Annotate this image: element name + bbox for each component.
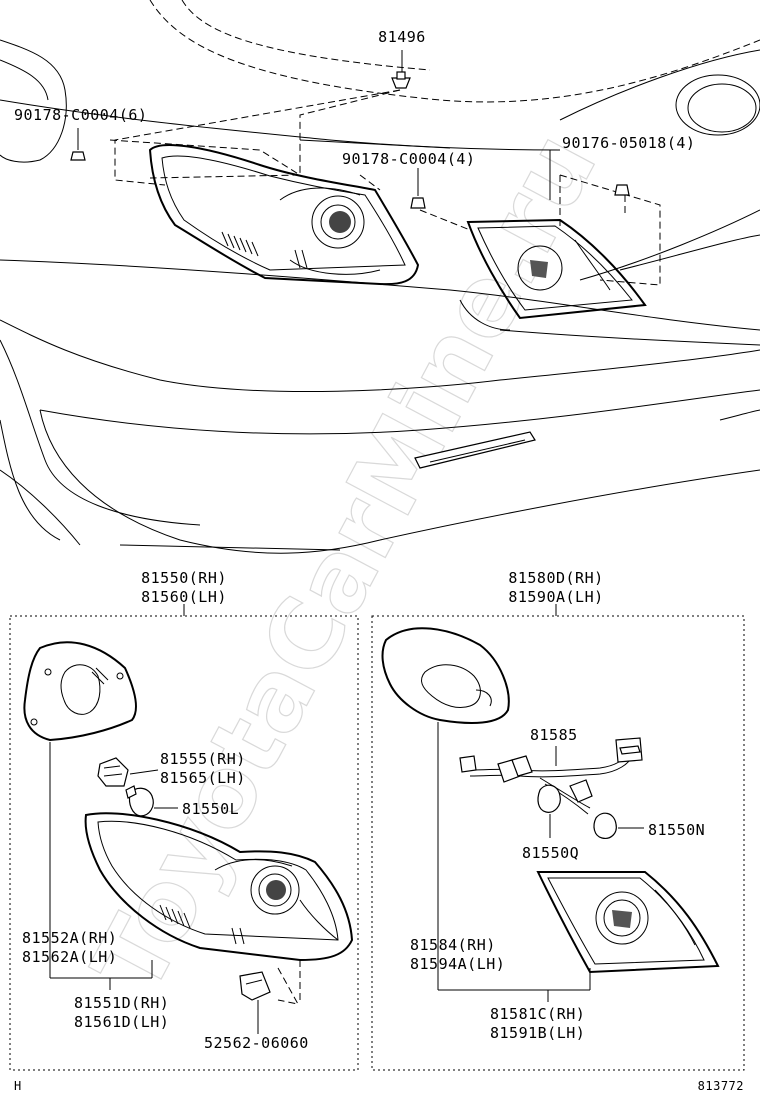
label-90178-top-left: 90178-C0004(6) <box>14 106 147 124</box>
label-81551d-rh: 81551D(RH) <box>74 994 169 1012</box>
label-81594a-lh: 81594A(LH) <box>410 955 505 973</box>
label-81550q: 81550Q <box>522 844 579 862</box>
label-81580d-rh: 81580D(RH) <box>508 569 603 587</box>
label-81550-rh: 81550(RH) <box>141 569 227 587</box>
label-81550l: 81550L <box>182 800 239 818</box>
label-81584-rh: 81584(RH) <box>410 936 496 954</box>
footer-left-code: H <box>14 1079 22 1093</box>
label-52562: 52562-06060 <box>204 1034 309 1052</box>
tail-lamp-top-left <box>148 144 420 286</box>
watermark: ToyotaCarMine.ru <box>71 115 618 1010</box>
right-panel <box>371 604 745 1071</box>
label-81560-lh: 81560(LH) <box>141 588 227 606</box>
label-90176: 90176-05018(4) <box>562 134 695 152</box>
label-81565-lh: 81565(LH) <box>160 769 246 787</box>
car-body-drawing <box>0 0 760 554</box>
label-81585: 81585 <box>530 726 578 744</box>
label-81552a-rh: 81552A(RH) <box>22 929 117 947</box>
label-81591b-lh: 81591B(LH) <box>490 1024 585 1042</box>
back-lamp-top-right <box>466 218 647 320</box>
top-leader-lines <box>77 50 661 286</box>
top-fasteners <box>70 71 630 209</box>
label-81590a-lh: 81590A(LH) <box>508 588 603 606</box>
diagram-id: 813772 <box>698 1079 744 1093</box>
label-90178-top-mid: 90178-C0004(4) <box>342 150 475 168</box>
label-81561d-lh: 81561D(LH) <box>74 1013 169 1031</box>
label-81555-rh: 81555(RH) <box>160 750 246 768</box>
label-81581c-rh: 81581C(RH) <box>490 1005 585 1023</box>
label-81496: 81496 <box>378 28 426 46</box>
left-panel <box>9 604 359 1071</box>
label-81550n: 81550N <box>648 821 705 839</box>
label-81562a-lh: 81562A(LH) <box>22 948 117 966</box>
